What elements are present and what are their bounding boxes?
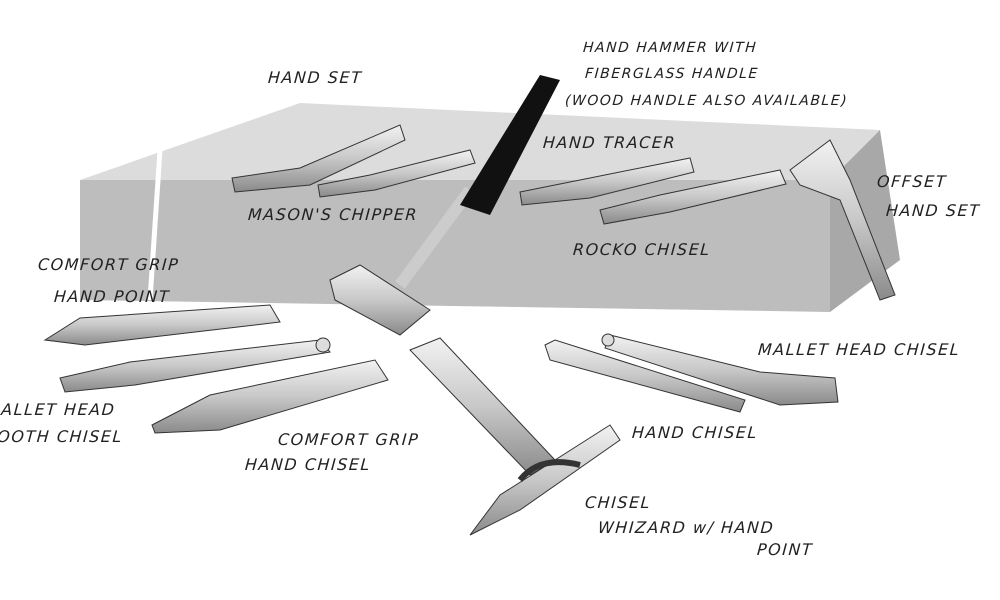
tool-rocko-chisel — [599, 169, 787, 225]
label-comfort-chisel-line2: HAND CHISEL — [244, 455, 372, 474]
tool-hand-chisel — [544, 339, 746, 413]
label-hammer-line3: (WOOD HANDLE ALSO AVAILABLE) — [564, 93, 849, 109]
label-whizard-line2: WHIZARD w/ HAND — [597, 518, 775, 537]
tool-comfort-grip-hand-point — [43, 304, 281, 346]
tool-hand-set — [231, 124, 406, 193]
label-rocko-chisel: ROCKO CHISEL — [572, 240, 712, 259]
tool-hand-hammer — [329, 75, 560, 336]
label-whizard-line1: CHISEL — [584, 493, 652, 512]
label-hand-set: HAND SET — [267, 68, 364, 87]
label-tooth-line2: TOOTH CHISEL — [0, 427, 124, 446]
tool-chisel-whizard — [409, 337, 621, 536]
tool-mallet-head-chisel — [601, 333, 839, 406]
label-comfort-point-line1: COMFORT GRIP — [37, 255, 180, 274]
label-offset-line2: HAND SET — [885, 201, 982, 220]
tool-masons-chipper — [317, 149, 476, 198]
label-mallet-head-chisel: MALLET HEAD CHISEL — [757, 340, 961, 359]
tool-comfort-grip-hand-chisel — [151, 359, 389, 434]
label-masons-chipper: MASON'S CHIPPER — [247, 205, 419, 224]
label-hammer-line1: HAND HAMMER WITH — [582, 40, 758, 56]
tool-offset-hand-set — [789, 139, 896, 301]
label-hammer-line2: FIBERGLASS HANDLE — [584, 66, 760, 82]
label-hand-tracer: HAND TRACER — [542, 133, 677, 152]
label-comfort-chisel-line1: COMFORT GRIP — [277, 430, 420, 449]
tool-mallet-head-tooth-chisel — [59, 337, 331, 393]
label-tooth-line1: MALLET HEAD — [0, 400, 117, 419]
tool-hand-tracer — [519, 157, 695, 206]
label-whizard-line3: POINT — [756, 540, 814, 559]
label-offset-line1: OFFSET — [876, 172, 948, 191]
label-hand-chisel: HAND CHISEL — [631, 423, 759, 442]
label-comfort-point-line2: HAND POINT — [53, 287, 171, 306]
